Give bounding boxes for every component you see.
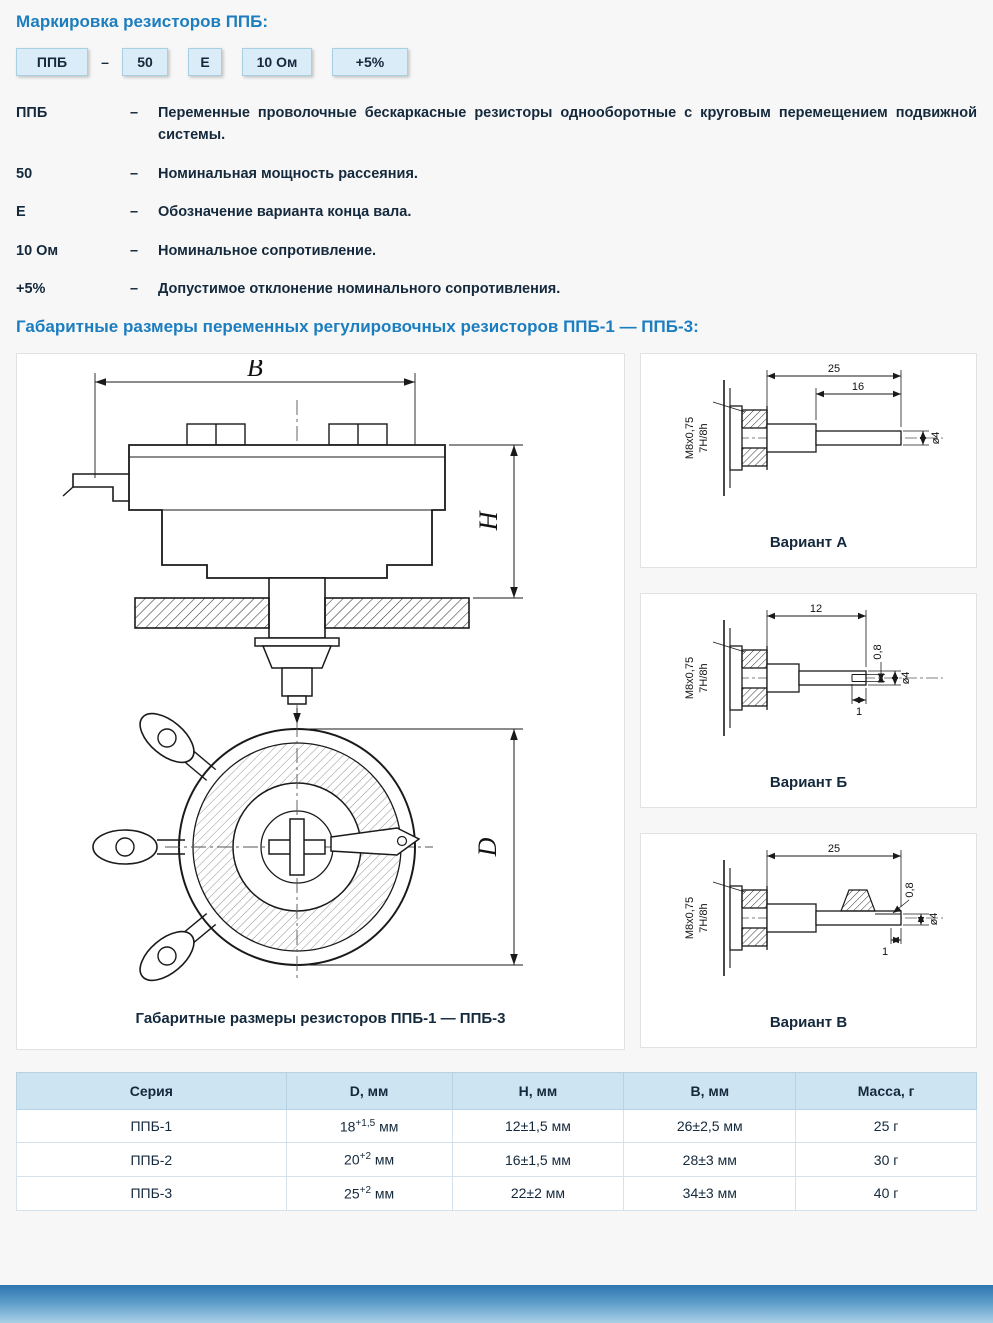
marking-chip-series: ППБ: [16, 48, 88, 76]
definition-term: ППБ: [16, 105, 48, 121]
definition-dash: –: [130, 204, 139, 221]
definition-text: Номинальное сопротивление.: [158, 242, 377, 259]
table-row: ППБ-2 20+2 мм 16±1,5 мм 28±3 мм 30 г: [16, 1142, 977, 1178]
main-figure-caption: Габаритные размеры резисторов ППБ-1 — ПП…: [135, 1009, 506, 1027]
footer-gradient-bar: [0, 1285, 993, 1323]
marking-chip-power: 50: [122, 48, 168, 76]
table-row: ППБ-3 25+2 мм 22±2 мм 34±3 мм 40 г: [16, 1176, 977, 1211]
variant-a-drawing: 25 16 M8x0,75 7H/8h ø4: [684, 363, 943, 496]
dim-label-thread: M8x0,75: [684, 417, 696, 459]
cell-d: 18+1,5 мм: [285, 1108, 453, 1144]
figures-section: B H D Габаритные размеры резисторов ППБ-…: [16, 352, 977, 1050]
definition-row: ППБ – Переменные проволочные бескаркасны…: [16, 102, 977, 147]
dim-label-b: B: [247, 360, 263, 382]
definition-dash: –: [130, 165, 139, 182]
variant-v-drawing: 25 M8x0,75 7H/8h 0,8 ø4 1: [684, 843, 943, 976]
cell-h: 12±1,5 мм: [451, 1108, 625, 1144]
definition-text: Обозначение варианта конца вала.: [158, 204, 412, 221]
definition-dash: –: [130, 242, 139, 259]
definitions-list: ППБ – Переменные проволочные бескаркасны…: [16, 102, 977, 301]
dim-label-fit: 7H/8h: [698, 423, 710, 452]
table-header-row: Серия D, мм H, мм B, мм Масса, г: [16, 1071, 977, 1110]
marking-code-row: ППБ – 50 Е 10 Ом +5%: [16, 48, 977, 76]
marking-chip-resistance: 10 Ом: [242, 48, 312, 76]
dim-label-fit: 7H/8h: [698, 903, 710, 932]
dim-label-16: 16: [852, 381, 864, 393]
cell-d: 25+2 мм: [285, 1176, 453, 1211]
variant-b-drawing: 12 M8x0,75 7H/8h 0,8 ø4 1: [684, 603, 943, 736]
cell-b: 34±3 мм: [623, 1176, 797, 1211]
table-row: ППБ-1 18+1,5 мм 12±1,5 мм 26±2,5 мм 25 г: [16, 1108, 977, 1144]
cell-d: 20+2 мм: [285, 1142, 453, 1178]
dim-label-dia: ø4: [928, 912, 940, 925]
col-header-d: D, мм: [285, 1071, 453, 1110]
variant-v-caption: Вариант В: [769, 1013, 848, 1031]
variant-b-box: 12 M8x0,75 7H/8h 0,8 ø4 1 Вариант Б: [640, 592, 977, 808]
definition-row: 10 Ом – Номинальное сопротивление.: [16, 240, 977, 262]
definition-text: Номинальная мощность рассеяния.: [158, 165, 418, 182]
col-header-series: Серия: [16, 1071, 287, 1110]
dim-label-thread: M8x0,75: [684, 657, 696, 699]
dim-label-slot-width: 0,8: [872, 644, 884, 659]
dim-label-thread: M8x0,75: [684, 897, 696, 939]
variant-b-caption: Вариант Б: [769, 773, 848, 791]
col-header-h: H, мм: [451, 1071, 625, 1110]
dim-label-slot-depth: 1: [856, 706, 862, 718]
main-dimensional-drawing: B H D: [62, 353, 523, 981]
cell-mass: 40 г: [795, 1176, 977, 1211]
cell-b: 26±2,5 мм: [623, 1108, 797, 1144]
cell-b: 28±3 мм: [623, 1142, 797, 1178]
dim-label-d: D: [473, 837, 502, 857]
marking-dash: –: [101, 54, 109, 70]
spec-table: Серия D, мм H, мм B, мм Масса, г ППБ-1 1…: [16, 1071, 977, 1211]
definition-dash: –: [130, 105, 139, 121]
cell-mass: 30 г: [795, 1142, 977, 1178]
cell-h: 22±2 мм: [451, 1176, 625, 1211]
variant-v-box: 25 M8x0,75 7H/8h 0,8 ø4 1 Вариант В: [640, 832, 977, 1048]
dim-label-flat: 0,8: [904, 882, 916, 897]
definition-row: Е – Обозначение варианта конца вала.: [16, 201, 977, 223]
marking-chip-shaft: Е: [188, 48, 222, 76]
cell-series: ППБ-1: [16, 1108, 287, 1144]
variant-a-caption: Вариант А: [769, 533, 848, 551]
dim-label-25: 25: [828, 363, 840, 375]
dim-label-12: 12: [810, 603, 822, 615]
cell-h: 16±1,5 мм: [451, 1142, 625, 1178]
definition-text: Переменные проволочные бескаркасные рези…: [158, 105, 977, 144]
dim-label-dia: ø4: [900, 671, 912, 684]
heading-marking: Маркировка резисторов ППБ:: [16, 12, 269, 31]
col-header-mass: Масса, г: [795, 1071, 977, 1110]
dim-label-h: H: [474, 510, 503, 531]
definition-term: Е: [16, 204, 26, 221]
definition-text: Допустимое отклонение номинального сопро…: [158, 281, 561, 298]
definition-dash: –: [130, 281, 139, 298]
shaft-variants-column: 25 16 M8x0,75 7H/8h ø4 Вариант А: [640, 352, 977, 1048]
heading-dimensions: Габаритные размеры переменных регулирово…: [16, 316, 699, 336]
definition-row: 50 – Номинальная мощность рассеяния.: [16, 163, 977, 185]
dim-label-dia: ø4: [930, 431, 942, 444]
definition-term: +5%: [16, 281, 46, 298]
col-header-b: B, мм: [623, 1071, 797, 1110]
definition-term: 10 Ом: [16, 242, 59, 259]
main-figure-box: B H D Габаритные размеры резисторов ППБ-…: [16, 352, 625, 1050]
cell-mass: 25 г: [795, 1108, 977, 1144]
dim-label-fit: 7H/8h: [698, 663, 710, 692]
marking-chip-tolerance: +5%: [332, 48, 408, 76]
dim-label-25: 25: [828, 843, 840, 855]
page-content: Маркировка резисторов ППБ: ППБ – 50 Е 10…: [16, 12, 977, 1211]
definition-term: 50: [16, 165, 33, 182]
cell-series: ППБ-3: [16, 1176, 287, 1211]
definition-row: +5% – Допустимое отклонение номинального…: [16, 278, 977, 300]
variant-a-box: 25 16 M8x0,75 7H/8h ø4 Вариант А: [640, 352, 977, 568]
dim-label-flat-length: 1: [882, 946, 888, 958]
cell-series: ППБ-2: [16, 1142, 287, 1178]
